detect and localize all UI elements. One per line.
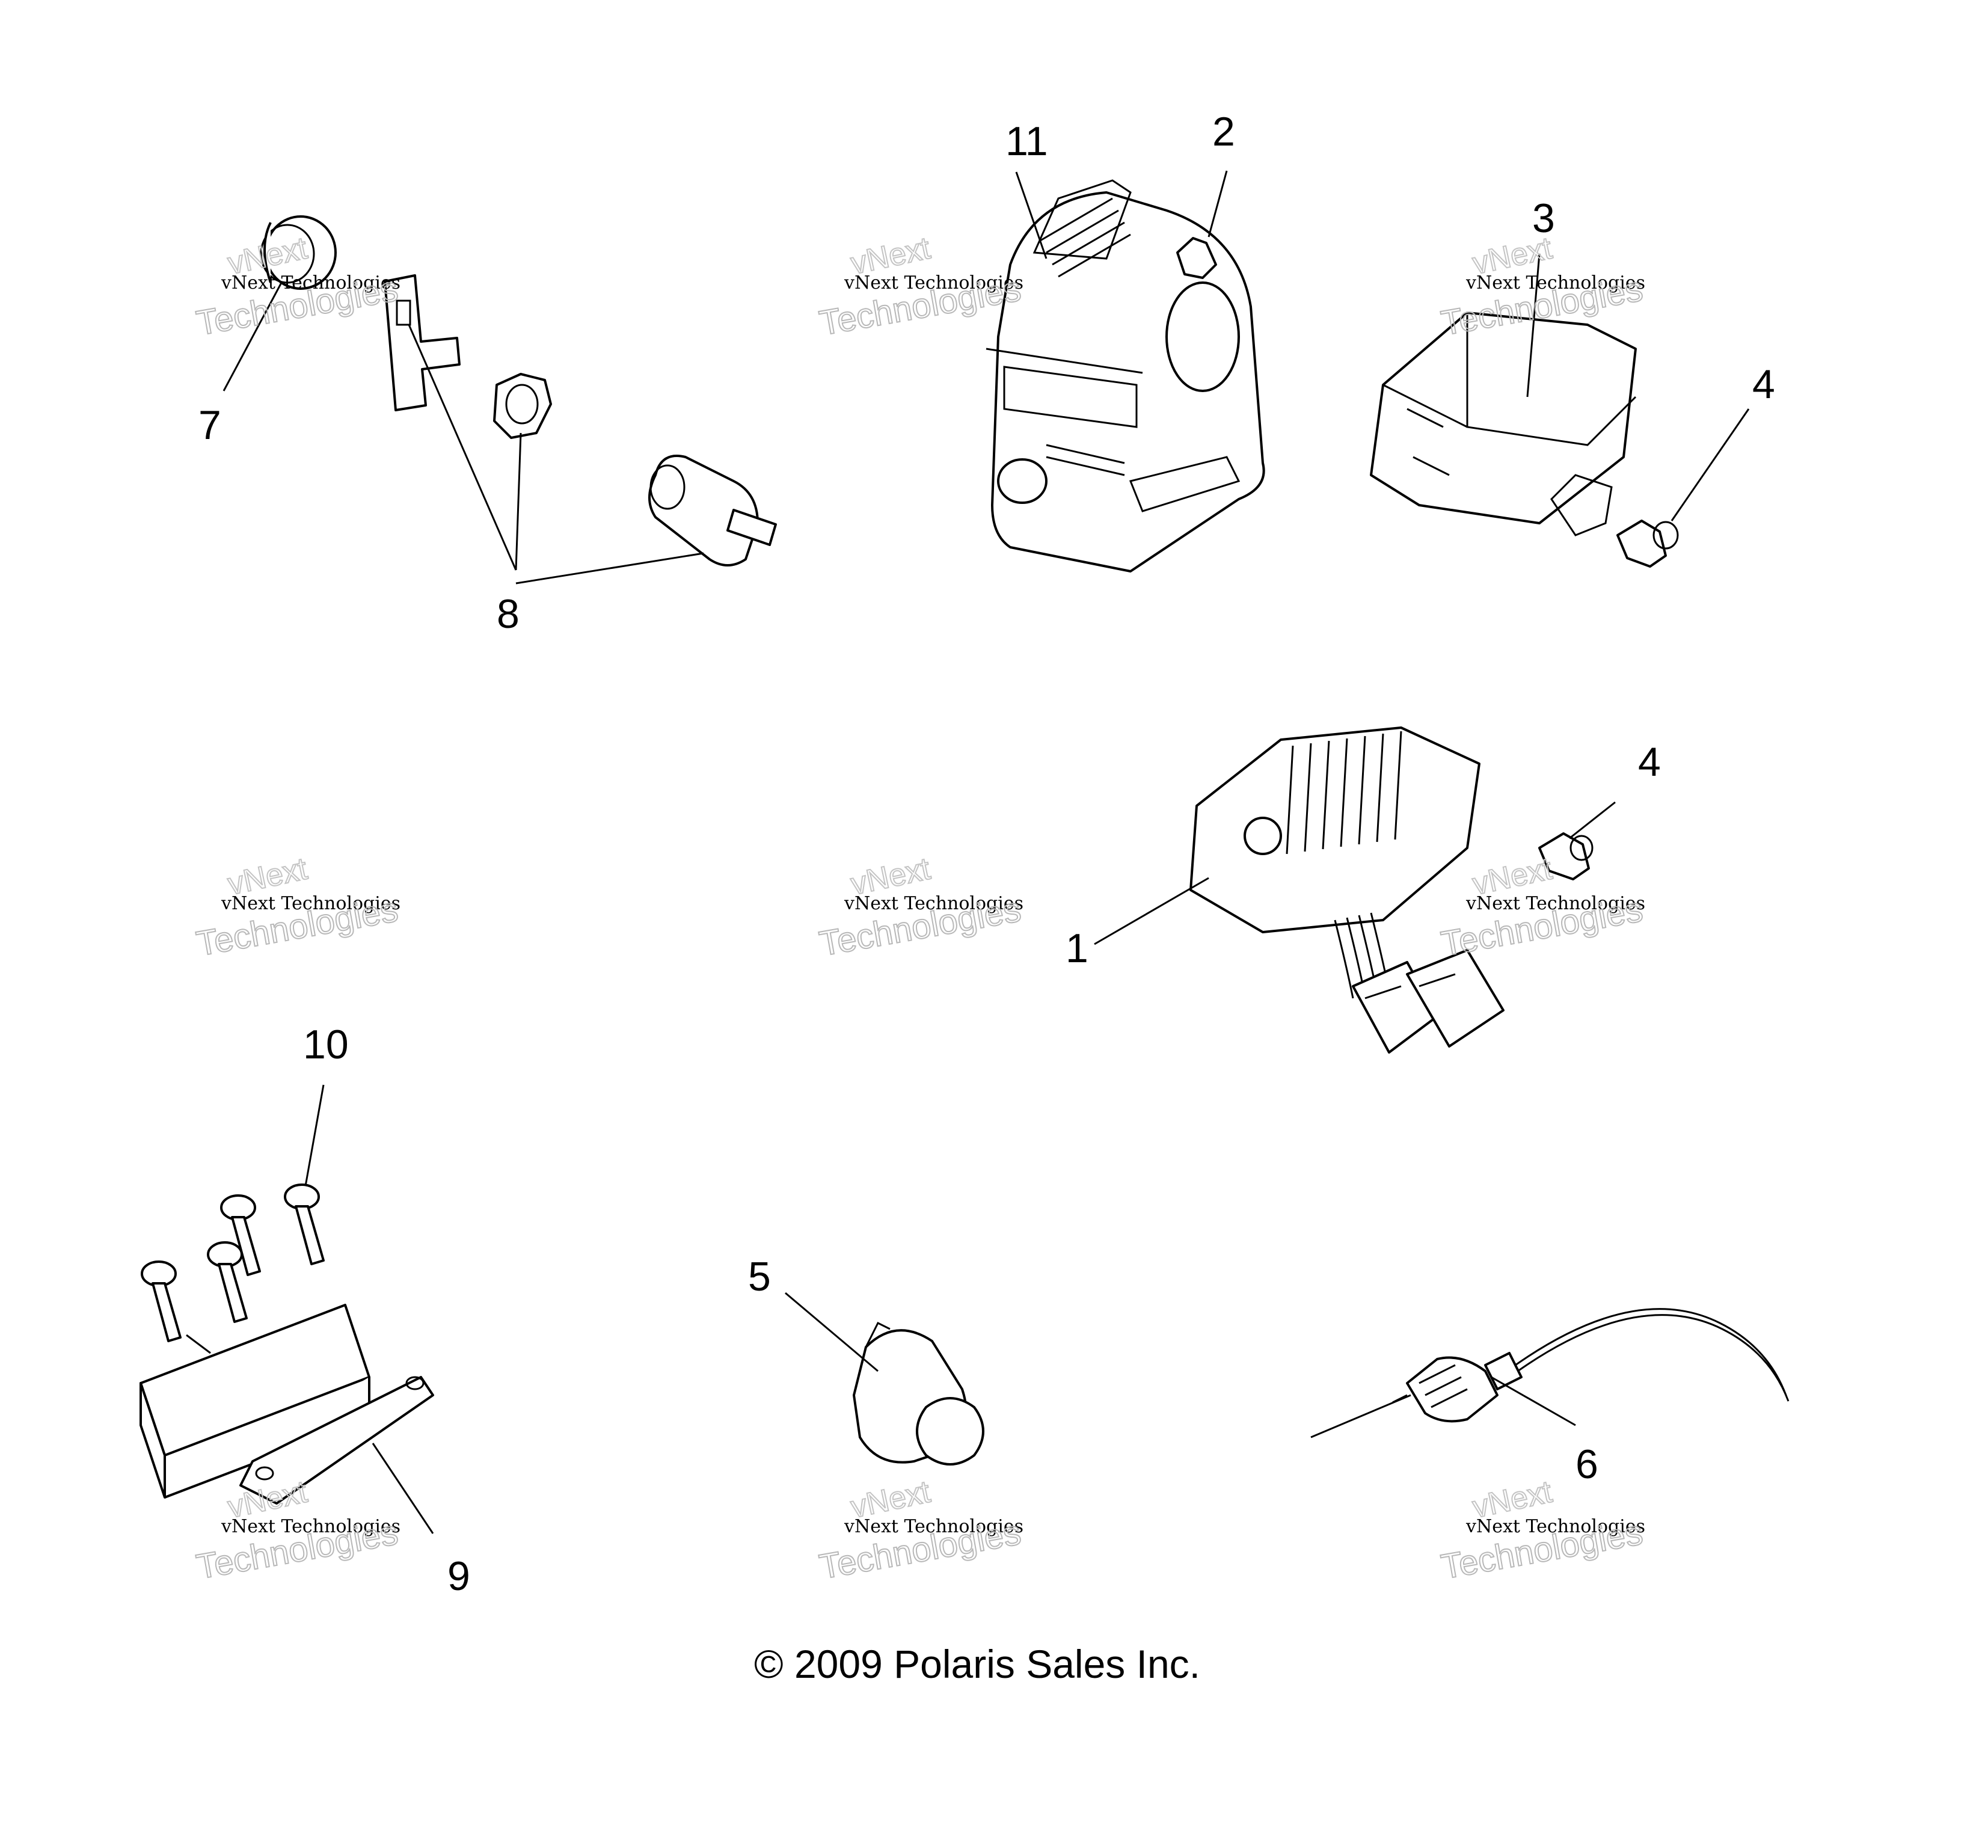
part-9-relay xyxy=(140,1304,434,1505)
leader-2 xyxy=(1207,170,1228,238)
watermark-top-center: vNext vNext Technologies Technologies xyxy=(816,230,1025,344)
part-11-handlebar-control xyxy=(986,179,1265,573)
svg-text:vNext Technologies: vNext Technologies xyxy=(1465,893,1645,914)
callout-1: 1 xyxy=(1066,926,1088,971)
watermark-mid-center: vNext vNext Technologies Technologies xyxy=(816,851,1025,965)
watermark-bottom-right: vNext vNext Technologies Technologies xyxy=(1438,1474,1646,1588)
leader-7 xyxy=(222,282,283,391)
leader-6a xyxy=(1310,1394,1411,1438)
svg-text:vNext Technologies: vNext Technologies xyxy=(1465,1516,1645,1537)
leader-6b xyxy=(1491,1376,1576,1426)
callout-2: 2 xyxy=(1212,109,1235,155)
svg-text:vNext Technologies: vNext Technologies xyxy=(844,893,1023,914)
part-10-screws xyxy=(141,1183,325,1342)
callout-5: 5 xyxy=(748,1254,771,1300)
leader-3 xyxy=(1526,253,1541,398)
part-2-clip xyxy=(1176,237,1217,279)
svg-text:vNext Technologies: vNext Technologies xyxy=(221,1516,400,1537)
part-4-screw-mid xyxy=(1538,832,1594,880)
part-6-sensor xyxy=(1392,1308,1790,1423)
leader-1 xyxy=(1094,877,1209,945)
leader-9 xyxy=(372,1443,434,1534)
callout-11: 11 xyxy=(1005,118,1048,164)
part-8-nut xyxy=(493,373,552,439)
part-5-plug xyxy=(853,1321,984,1466)
callout-3: 3 xyxy=(1532,195,1555,241)
watermark-mid-right: vNext vNext Technologies Technologies xyxy=(1438,851,1646,965)
callout-4-top: 4 xyxy=(1752,361,1775,407)
leader-4a xyxy=(1670,408,1750,521)
part-1-regulator xyxy=(1189,726,1505,1054)
callout-10: 10 xyxy=(303,1022,349,1067)
leader-5 xyxy=(785,1292,879,1372)
part-8-key-plate xyxy=(384,274,461,411)
leader-4b xyxy=(1569,801,1616,840)
leaders-8 xyxy=(408,324,704,585)
svg-text:vNext Technologies: vNext Technologies xyxy=(221,893,400,914)
watermark-bottom-center: vNext vNext Technologies Technologies xyxy=(816,1474,1025,1588)
callout-7: 7 xyxy=(198,402,221,448)
svg-text:vNext Technologies: vNext Technologies xyxy=(221,272,400,293)
part-7-indicator-lamp xyxy=(260,215,337,290)
callout-9: 9 xyxy=(447,1553,470,1599)
watermark-bottom-left: vNext vNext Technologies Technologies xyxy=(193,1474,402,1588)
leader-11 xyxy=(1015,171,1048,259)
part-4-screw-top xyxy=(1616,520,1679,568)
svg-text:vNext Technologies: vNext Technologies xyxy=(1465,272,1645,293)
part-3-module xyxy=(1370,312,1637,536)
svg-text:vNext Technologies: vNext Technologies xyxy=(844,1516,1023,1537)
watermark-top-left: vNext vNext Technologies Technologies xyxy=(193,230,402,344)
callout-4-mid: 4 xyxy=(1638,739,1661,785)
leader-10 xyxy=(304,1084,325,1186)
part-8-switch-body xyxy=(648,455,777,566)
callout-8: 8 xyxy=(497,591,520,637)
svg-text:vNext Technologies: vNext Technologies xyxy=(844,272,1023,293)
callout-6: 6 xyxy=(1575,1441,1598,1487)
watermark-mid-left: vNext vNext Technologies Technologies xyxy=(193,851,402,965)
copyright-notice: © 2009 Polaris Sales Inc. xyxy=(754,1642,1200,1686)
